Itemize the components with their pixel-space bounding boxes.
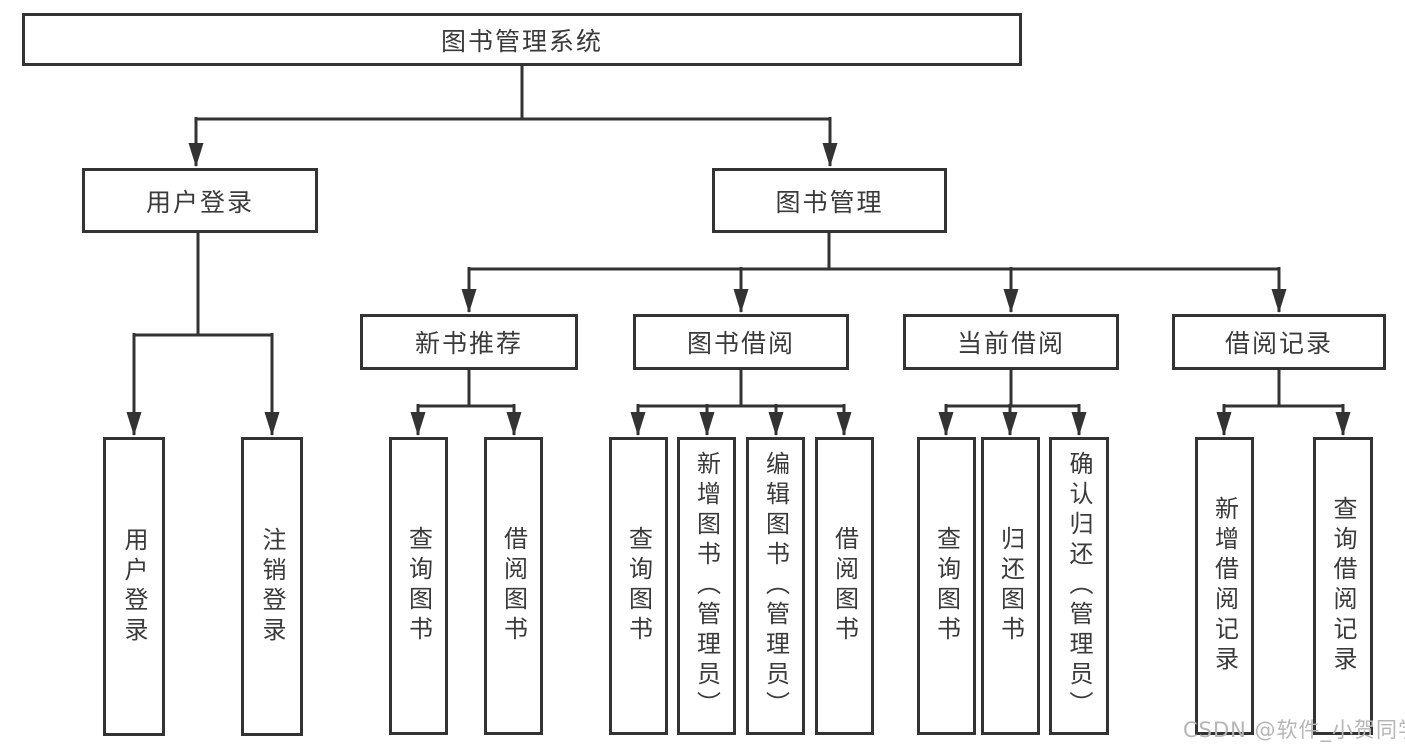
connector-new-book-rec-children xyxy=(410,370,522,436)
node-user-login: 用户登录 xyxy=(82,168,318,233)
node-leaf-borrow-borrow-book-label: 借阅图书 xyxy=(830,526,859,646)
node-leaf-query-borrow-record: 查询借阅记录 xyxy=(1313,437,1373,735)
node-leaf-borrow-query-book-label: 查询图书 xyxy=(624,526,653,646)
node-leaf-add-book-admin: 新增图书（管理员） xyxy=(677,437,736,735)
node-leaf-query-borrow-record-label: 查询借阅记录 xyxy=(1329,496,1357,676)
csdn-watermark: CSDN @软件_小贺同学 xyxy=(1183,718,1405,742)
node-book-borrow: 图书借阅 xyxy=(633,314,849,370)
node-user-login-label: 用户登录 xyxy=(145,187,254,217)
node-leaf-rec-borrow-book-label: 借阅图书 xyxy=(499,526,528,646)
node-leaf-return-book: 归还图书 xyxy=(981,437,1040,735)
node-root-system: 图书管理系统 xyxy=(22,13,1022,66)
node-leaf-current-query-book: 查询图书 xyxy=(917,437,976,735)
node-leaf-rec-query-book: 查询图书 xyxy=(389,437,448,735)
node-leaf-user-login: 用户登录 xyxy=(103,437,165,736)
node-new-book-rec: 新书推荐 xyxy=(360,314,578,370)
connector-book-mgmt-to-level3 xyxy=(461,233,1287,313)
node-borrow-record-label: 借阅记录 xyxy=(1224,329,1333,358)
node-leaf-confirm-return-admin: 确认归还（管理员） xyxy=(1049,437,1109,735)
node-leaf-add-borrow-record: 新增借阅记录 xyxy=(1195,437,1254,735)
node-book-mgmt-label: 图书管理 xyxy=(775,187,884,217)
node-leaf-add-book-admin-label: 新增图书（管理员） xyxy=(692,451,721,721)
connector-current-borrow-children xyxy=(938,370,1087,436)
node-leaf-confirm-return-admin-label: 确认归还（管理员） xyxy=(1065,451,1093,721)
node-leaf-edit-book-admin: 编辑图书（管理员） xyxy=(746,437,805,735)
connector-borrow-record-children xyxy=(1216,370,1351,436)
node-leaf-borrow-borrow-book: 借阅图书 xyxy=(815,437,874,735)
connector-user-login-children xyxy=(126,233,280,436)
node-book-borrow-label: 图书借阅 xyxy=(686,329,795,358)
connector-book-borrow-children xyxy=(630,370,852,436)
node-leaf-rec-query-book-label: 查询图书 xyxy=(404,526,433,646)
node-leaf-return-book-label: 归还图书 xyxy=(996,526,1025,646)
node-borrow-record: 借阅记录 xyxy=(1172,314,1386,370)
node-leaf-logout-label: 注销登录 xyxy=(258,526,286,647)
node-leaf-edit-book-admin-label: 编辑图书（管理员） xyxy=(761,451,790,721)
node-current-borrow: 当前借阅 xyxy=(903,314,1119,370)
node-leaf-current-query-book-label: 查询图书 xyxy=(932,526,961,646)
node-leaf-user-login-label: 用户登录 xyxy=(120,526,148,647)
connector-root-to-level2 xyxy=(188,66,838,167)
node-leaf-add-borrow-record-label: 新增借阅记录 xyxy=(1210,496,1239,676)
node-root-system-label: 图书管理系统 xyxy=(440,26,603,56)
node-current-borrow-label: 当前借阅 xyxy=(956,329,1065,358)
node-leaf-logout: 注销登录 xyxy=(241,437,303,736)
node-leaf-borrow-query-book: 查询图书 xyxy=(609,437,668,735)
node-new-book-rec-label: 新书推荐 xyxy=(414,329,523,358)
node-book-mgmt: 图书管理 xyxy=(712,168,947,233)
node-leaf-rec-borrow-book: 借阅图书 xyxy=(484,437,543,735)
